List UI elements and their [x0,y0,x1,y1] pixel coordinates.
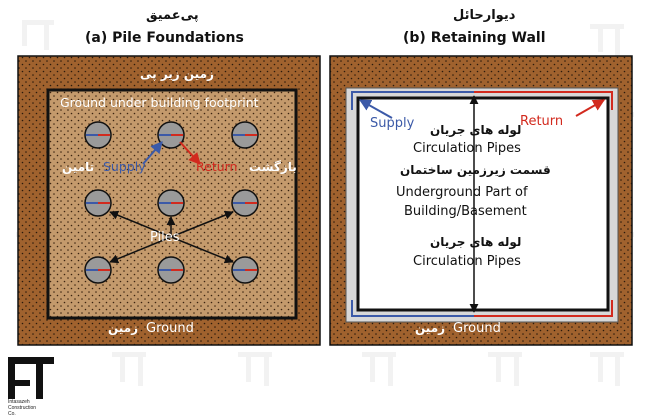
piles-arrow [170,236,234,264]
supply-label: Supply [103,159,146,174]
panel-b-title-en: (b) Retaining Wall [403,30,546,46]
basement-area [356,96,610,312]
panel-b-graphics [329,55,633,346]
panel-a-bottom-fa: زمین [108,321,139,335]
panel-a-ground-fa: زمین زیر پی [140,67,214,81]
pile [84,256,112,284]
return-label-b: Return [520,114,564,129]
basement-label-en-2: Building/Basement [404,204,527,219]
pile [231,256,259,284]
panel-a-graphics [17,55,321,346]
pile [157,189,185,217]
pipes-label-fa-top: لوله های جریان [430,123,522,137]
panel-a-title-fa: پی‌عمیق [146,8,199,23]
return-arrow-b [575,99,606,117]
logo-line-1: Intasazeh [8,399,30,405]
panel-b-title-fa: دیوارحائل [453,8,516,23]
piles-arrow [109,236,172,264]
return-label-fa: بازگشت [249,160,297,174]
company-logo-text: Intasazeh Construction Co. [8,399,36,417]
panel-b-bottom-en: Ground [453,321,501,336]
panel-a-ground-en: Ground under building footprint [60,95,259,110]
logo-line-3: Co. [8,411,16,417]
supply-arrow-b [358,99,393,119]
pipes-label-en-top: Circulation Pipes [413,141,521,156]
company-logo-mark [8,357,54,399]
pile [84,121,112,149]
piles-label: Piles [150,230,180,245]
pile [157,121,185,149]
pile [84,189,112,217]
supply-label-fa: تامین [62,160,95,174]
pile-grid [84,121,259,284]
piles-arrow [109,210,172,238]
panel-a-bottom-en: Ground [146,321,194,336]
supply-label-b: Supply [370,116,415,131]
panel-a-title-en: (a) Pile Foundations [85,30,244,46]
circulation-pipes [351,91,613,317]
return-arrow [179,141,201,165]
return-label: Return [196,159,238,174]
pipes-label-en-bottom: Circulation Pipes [413,254,521,269]
piles-arrow [170,210,234,238]
pile [231,121,259,149]
basement-label-fa: قسمت زیرزمین ساختمان [400,163,551,177]
pile [157,256,185,284]
pipes-label-fa-bottom: لوله های جریان [430,235,522,249]
pile [231,189,259,217]
panel-b-bottom-fa: زمین [415,321,446,335]
supply-arrow [142,141,163,165]
basement-label-en-1: Underground Part of [396,185,528,200]
logo-line-2: Construction [8,405,37,411]
